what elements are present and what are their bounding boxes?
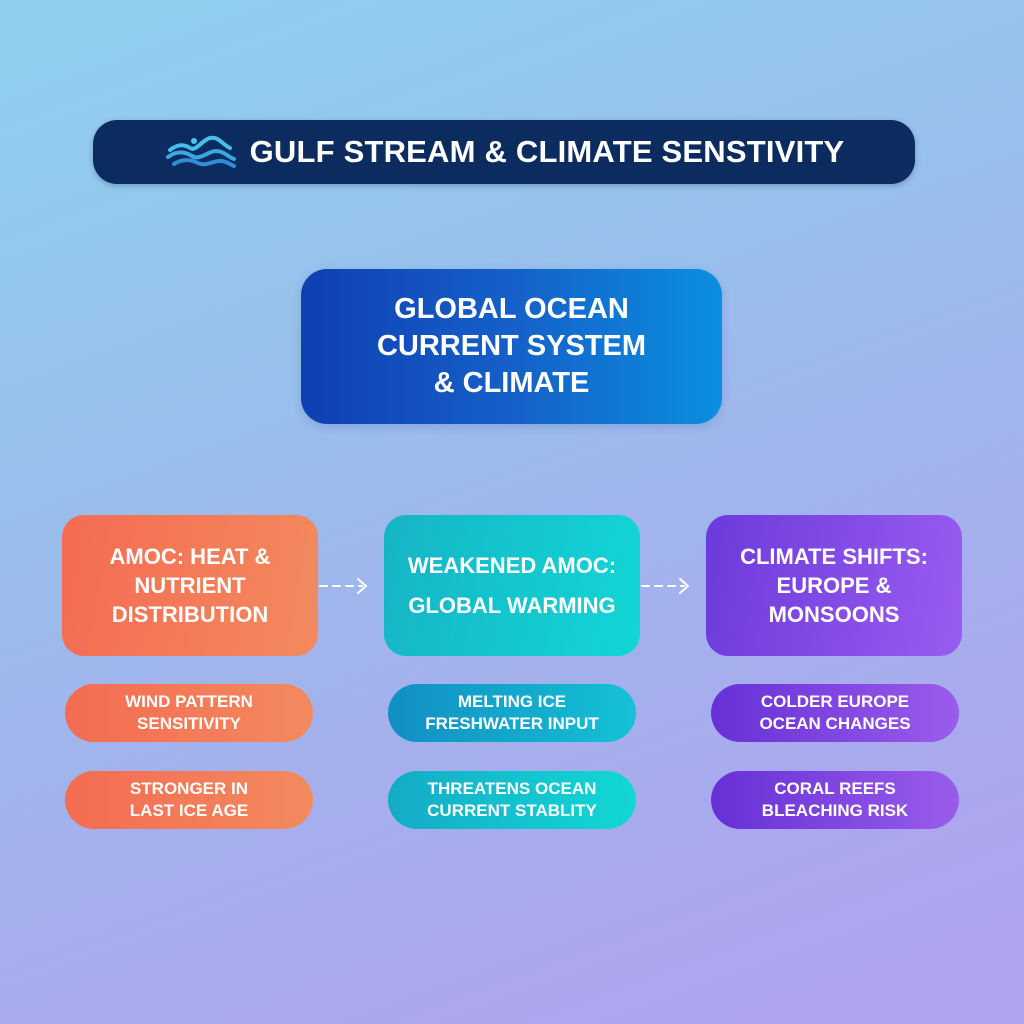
category-box-climate-shifts: CLIMATE SHIFTS: EUROPE & MONSOONS: [706, 515, 962, 656]
category-label: WEAKENED AMOC: GLOBAL WARMING: [407, 552, 617, 618]
center-node-label: GLOBAL OCEAN CURRENT SYSTEM & CLIMATE: [376, 293, 647, 399]
ocean-waves-icon: [164, 132, 238, 172]
detail-pill-label: THREATENS OCEAN CURRENT STABLITY: [427, 779, 597, 820]
dashed-arrow-icon: [640, 576, 696, 596]
category-box-weakened-amoc: WEAKENED AMOC: GLOBAL WARMING: [384, 515, 640, 656]
detail-pill: STRONGER IN LAST ICE AGE: [65, 771, 313, 829]
detail-pill-label: STRONGER IN LAST ICE AGE: [129, 779, 249, 820]
title-bar: GULF STREAM & CLIMATE SENSTIVITY: [93, 120, 915, 184]
detail-pill: WIND PATTERN SENSITIVITY: [65, 684, 313, 742]
detail-pill: MELTING ICE FRESHWATER INPUT: [388, 684, 636, 742]
center-node: GLOBAL OCEAN CURRENT SYSTEM & CLIMATE: [301, 269, 722, 424]
page-title: GULF STREAM & CLIMATE SENSTIVITY: [249, 134, 845, 169]
category-label: AMOC: HEAT & NUTRIENT DISTRIBUTION: [109, 544, 271, 627]
detail-pill: THREATENS OCEAN CURRENT STABLITY: [388, 771, 636, 829]
detail-pill-label: MELTING ICE FRESHWATER INPUT: [425, 692, 599, 733]
detail-pill-label: CORAL REEFS BLEACHING RISK: [761, 779, 909, 820]
detail-pill: CORAL REEFS BLEACHING RISK: [711, 771, 959, 829]
dashed-arrow-icon: [318, 576, 374, 596]
detail-pill: COLDER EUROPE OCEAN CHANGES: [711, 684, 959, 742]
category-box-amoc: AMOC: HEAT & NUTRIENT DISTRIBUTION: [62, 515, 318, 656]
detail-pill-label: WIND PATTERN SENSITIVITY: [125, 692, 253, 733]
category-label: CLIMATE SHIFTS: EUROPE & MONSOONS: [740, 544, 928, 627]
detail-pill-label: COLDER EUROPE OCEAN CHANGES: [759, 692, 911, 733]
